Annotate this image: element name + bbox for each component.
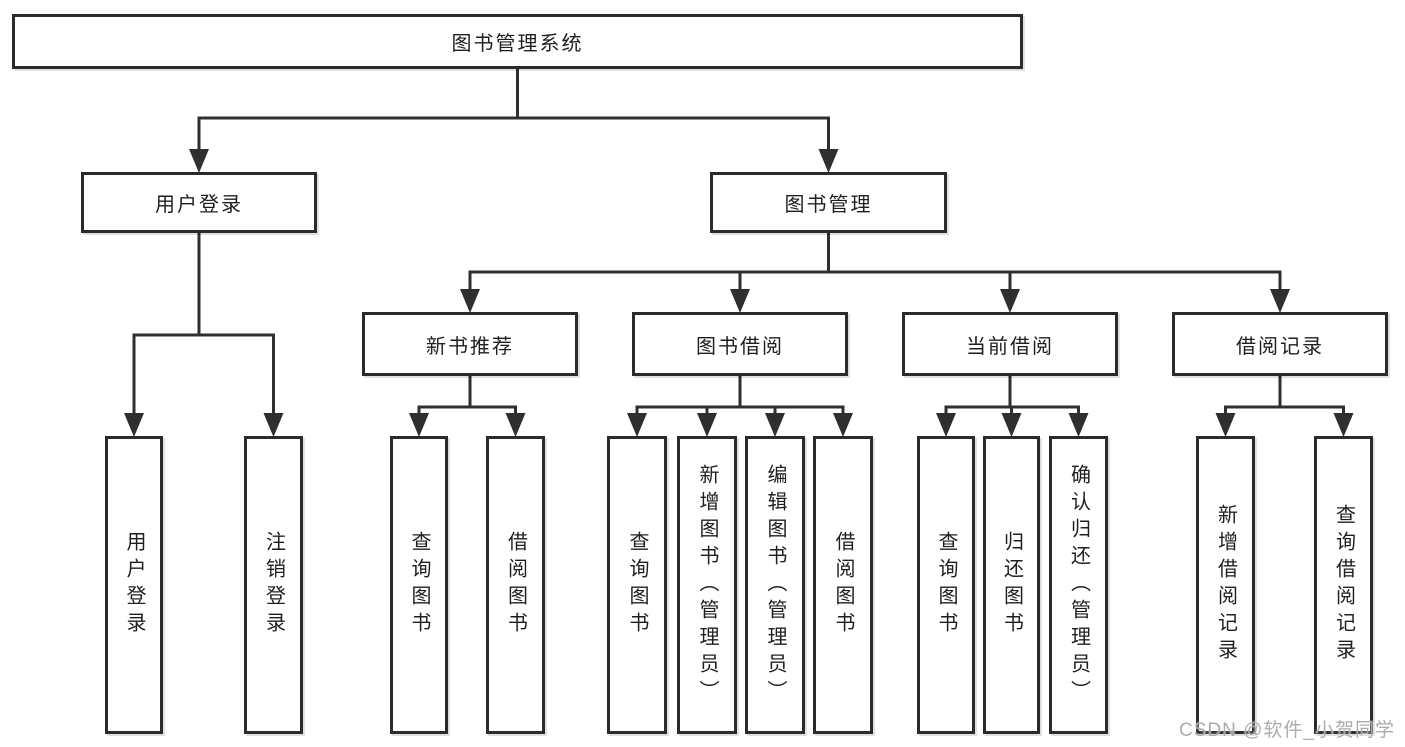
node-label-confirm-return-admin: 确认归还（管理员）	[1067, 463, 1090, 707]
arrowhead-new-book-rec	[460, 289, 480, 313]
node-label-query-borrow-record: 查询借阅记录	[1332, 504, 1355, 666]
node-label-current-borrow: 当前借阅	[966, 335, 1054, 358]
node-label-root: 图书管理系统	[451, 33, 584, 55]
node-add-book-admin: 新增图书（管理员）	[677, 436, 737, 734]
node-confirm-return-admin: 确认归还（管理员）	[1049, 436, 1108, 734]
arrowhead-query-book-borrow	[627, 413, 647, 437]
node-label-query-book-rec: 查询图书	[408, 531, 430, 639]
node-label-return-book: 归还图书	[1000, 531, 1023, 639]
arrowhead-logout	[263, 413, 284, 437]
node-logout: 注销登录	[244, 436, 303, 734]
node-label-add-book-admin: 新增图书（管理员）	[696, 463, 718, 707]
arrowhead-book-borrow	[730, 289, 750, 313]
arrowhead-user-login-module	[189, 149, 209, 173]
node-borrow-records: 借阅记录	[1172, 312, 1388, 376]
csdn-watermark: CSDN @软件_小贺同学	[1179, 720, 1395, 741]
node-borrow-book-rec: 借阅图书	[486, 436, 545, 734]
node-label-borrow-book: 借阅图书	[832, 531, 854, 639]
arrowhead-query-book-rec	[409, 413, 429, 437]
node-label-user-login: 用户登录	[123, 531, 145, 639]
node-label-borrow-records: 借阅记录	[1236, 335, 1324, 358]
node-label-logout: 注销登录	[262, 531, 285, 639]
node-current-borrow: 当前借阅	[902, 312, 1118, 376]
node-label-add-borrow-record: 新增借阅记录	[1214, 504, 1237, 666]
arrowhead-book-mgmt-module	[818, 149, 839, 173]
node-user-login-module: 用户登录	[81, 172, 317, 233]
node-edit-book-admin: 编辑图书（管理员）	[745, 436, 805, 734]
node-label-query-book-current: 查询图书	[935, 531, 957, 639]
node-book-mgmt-module: 图书管理	[710, 172, 947, 233]
node-query-book-current: 查询图书	[917, 436, 975, 734]
node-query-book-borrow: 查询图书	[607, 436, 667, 734]
arrowhead-query-borrow-record	[1333, 413, 1354, 437]
node-label-book-borrow: 图书借阅	[696, 335, 784, 358]
node-book-borrow: 图书借阅	[632, 312, 848, 376]
arrowhead-edit-book-admin	[765, 413, 785, 437]
arrowhead-confirm-return-admin	[1068, 413, 1089, 437]
node-label-new-book-rec: 新书推荐	[426, 335, 514, 358]
arrowhead-add-book-admin	[697, 413, 717, 437]
node-label-user-login-module: 用户登录	[155, 194, 243, 216]
arrowhead-borrow-book-rec	[505, 413, 526, 437]
node-add-borrow-record: 新增借阅记录	[1196, 436, 1255, 734]
node-root: 图书管理系统	[12, 14, 1023, 69]
node-label-query-book-borrow: 查询图书	[626, 531, 648, 639]
node-new-book-rec: 新书推荐	[362, 312, 578, 376]
node-borrow-book: 借阅图书	[813, 436, 873, 734]
node-query-borrow-record: 查询借阅记录	[1314, 436, 1373, 734]
node-label-edit-book-admin: 编辑图书（管理员）	[764, 463, 786, 707]
arrowhead-user-login	[124, 413, 144, 437]
arrowhead-add-borrow-record	[1215, 413, 1236, 437]
arrowhead-current-borrow	[1000, 289, 1020, 313]
node-return-book: 归还图书	[983, 436, 1040, 734]
arrowhead-borrow-book	[833, 413, 853, 437]
arrowhead-query-book-current	[936, 413, 956, 437]
node-query-book-rec: 查询图书	[390, 436, 448, 734]
node-label-book-mgmt-module: 图书管理	[784, 194, 873, 216]
node-user-login: 用户登录	[105, 436, 163, 734]
arrowhead-return-book	[1001, 413, 1022, 437]
node-label-borrow-book-rec: 借阅图书	[504, 531, 527, 639]
arrowhead-borrow-records	[1270, 289, 1290, 313]
